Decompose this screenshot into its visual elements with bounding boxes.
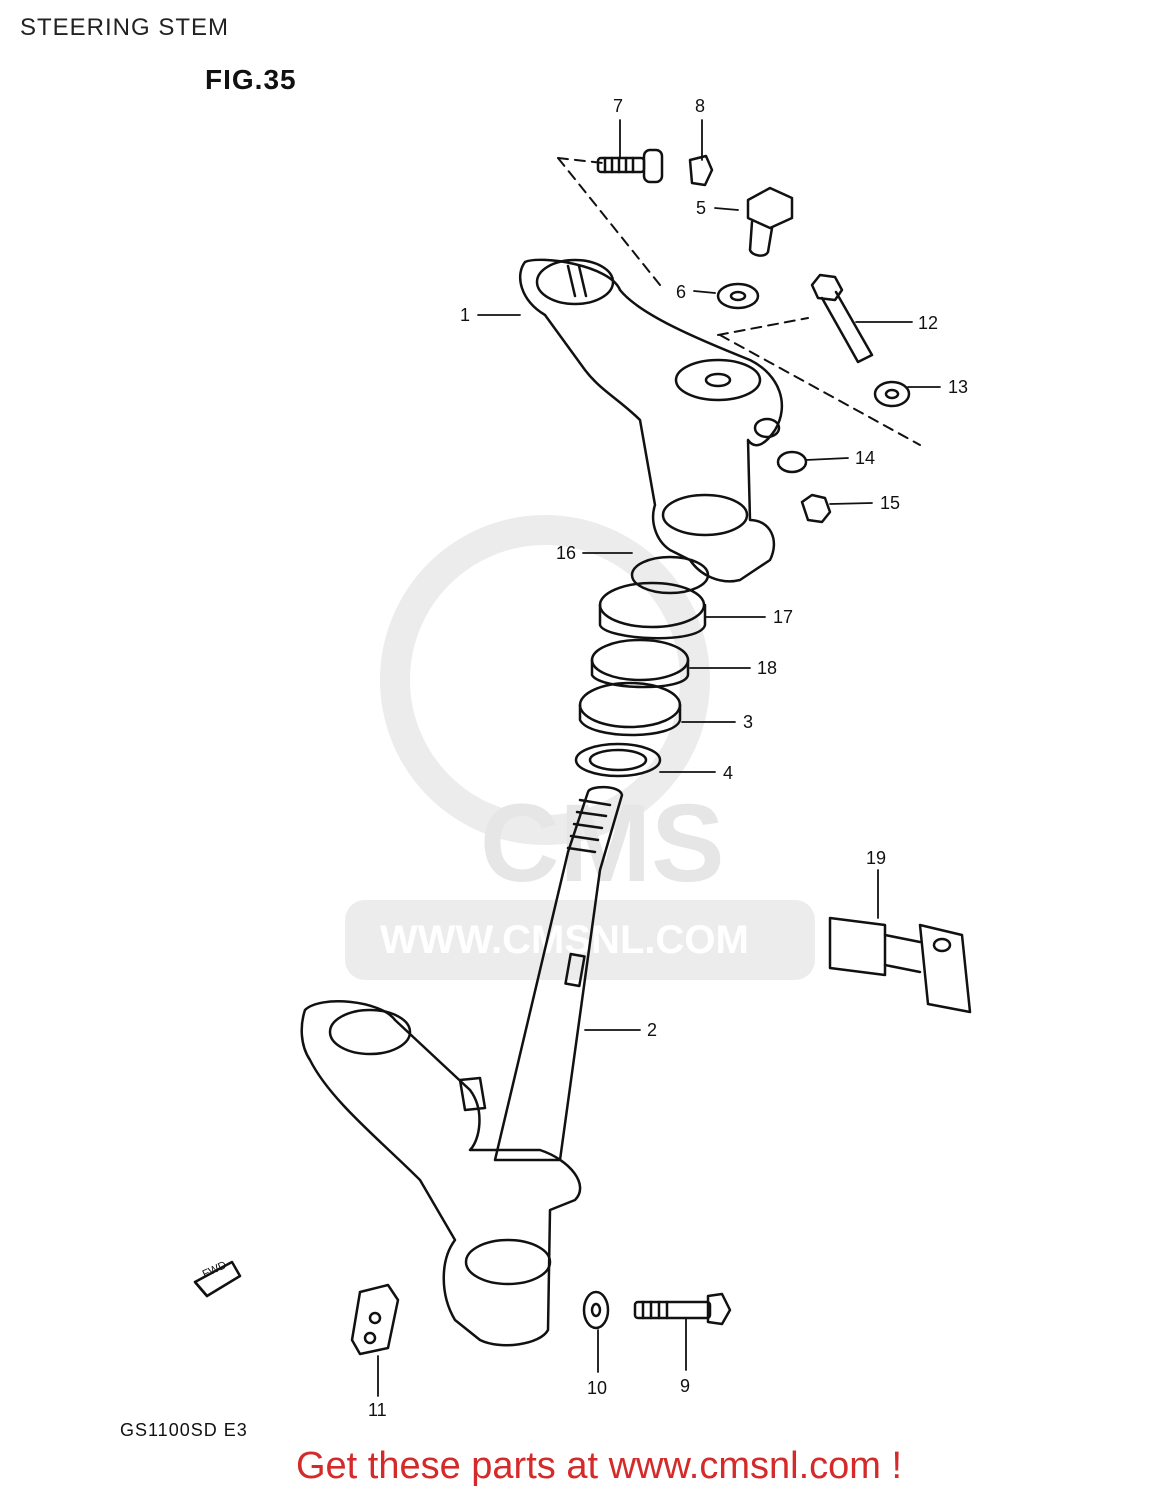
callout-6: 6: [676, 282, 687, 302]
callout-4: 4: [723, 763, 734, 783]
callout-5: 5: [696, 198, 707, 218]
cta-link[interactable]: Get these parts at www.cmsnl.com !: [295, 1445, 903, 1487]
callout-11: 11: [368, 1400, 387, 1420]
part-2-lower-bracket: [300, 1000, 582, 1347]
callout-13: 13: [948, 377, 969, 397]
callout-19: 19: [866, 848, 887, 868]
part-2-steering-stem: [493, 785, 624, 1162]
page-title: STEERING STEM: [20, 14, 230, 41]
part-6-washer: [716, 282, 760, 310]
callout-9: 9: [680, 1376, 691, 1396]
part-19-steering-lock: [828, 916, 972, 1014]
callout-8: 8: [695, 96, 706, 116]
part-16-locknut: [630, 555, 710, 595]
fwd-arrow-icon: [193, 1260, 242, 1298]
part-5-bolt: [746, 186, 794, 257]
callout-16: 16: [556, 543, 577, 563]
part-18-bearing: [590, 638, 690, 689]
part-3-lower-bearing: [578, 681, 682, 737]
part-4-seal: [574, 742, 662, 778]
callout-18: 18: [757, 658, 778, 678]
callout-3: 3: [743, 712, 754, 732]
callout-leader-lines: [377, 119, 941, 1397]
callout-12: 12: [918, 313, 939, 333]
part-13-washer: [873, 380, 911, 408]
callout-14: 14: [855, 448, 876, 468]
callout-17: 17: [773, 607, 794, 627]
figure-label: FIG.35: [205, 64, 297, 95]
part-14-lock-washer: [776, 450, 808, 474]
callout-10: 10: [587, 1378, 608, 1398]
watermark-url: WWW.CMSNL.COM: [380, 918, 749, 962]
part-10-washer: [582, 1290, 610, 1330]
part-7-bolt: [596, 148, 664, 184]
assembly-guide-lines: [557, 157, 921, 446]
part-12-bolt: [810, 273, 874, 364]
part-9-bolt: [633, 1292, 732, 1326]
part-15-cap-nut: [800, 493, 832, 524]
model-code: GS1100SD E3: [120, 1420, 248, 1440]
part-8-nut: [688, 154, 714, 187]
callout-2: 2: [647, 1020, 658, 1040]
callout-7: 7: [613, 96, 624, 116]
callout-15: 15: [880, 493, 901, 513]
cta-banner: Get these parts at www.cmsnl.com !: [0, 1445, 1158, 1488]
part-11-bracket-clip: [350, 1283, 400, 1356]
part-17-bearing-race: [598, 581, 707, 640]
part-1-upper-bracket: [518, 258, 784, 583]
callout-1: 1: [460, 305, 471, 325]
